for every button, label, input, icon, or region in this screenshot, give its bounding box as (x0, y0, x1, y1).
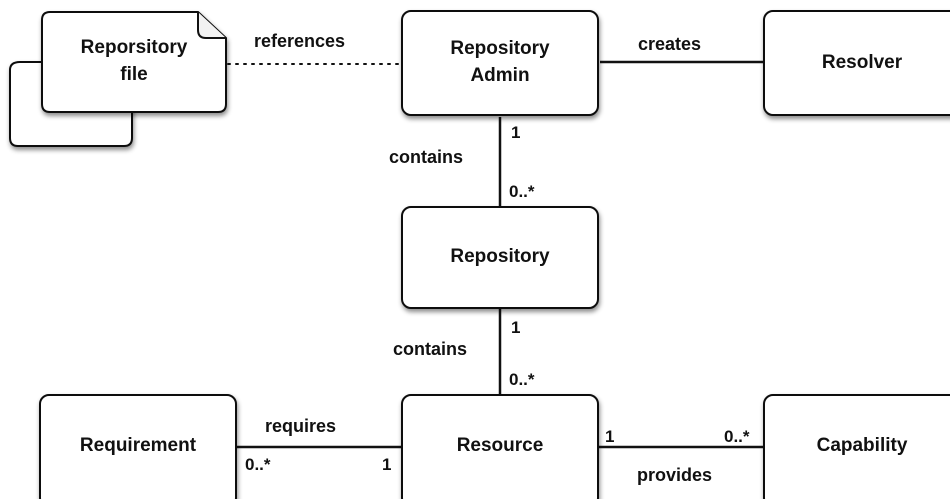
resource-node[interactable]: Resource (401, 394, 599, 499)
requirement-node[interactable]: Requirement (39, 394, 237, 499)
requirement-box (39, 394, 237, 499)
repository-file-label-line1: Reporsitory (81, 37, 188, 58)
resolver-label: Resolver (822, 52, 903, 73)
capability-box (763, 394, 950, 499)
resource-label: Resource (457, 435, 544, 456)
capability-node[interactable]: Capability (763, 394, 950, 499)
resolver-node[interactable]: Resolver (763, 10, 950, 116)
file-front-sheet (41, 11, 227, 113)
requirement-label: Requirement (80, 435, 197, 456)
repository-admin-box (401, 10, 599, 116)
repository-file-label-line2: file (120, 64, 147, 85)
repo-contains-source-multiplicity: 1 (511, 318, 520, 337)
provides-label: provides (637, 465, 712, 485)
capability-label: Capability (817, 435, 908, 456)
repository-admin-label-line2: Admin (470, 65, 529, 86)
repo-contains-label: contains (393, 339, 467, 359)
resolver-box (763, 10, 950, 116)
references-label: references (254, 31, 345, 51)
requires-label: requires (265, 416, 336, 436)
repository-node[interactable]: Repository (401, 206, 599, 309)
repository-admin-node[interactable]: Repository Admin (401, 10, 599, 116)
requires-resource-multiplicity: 1 (382, 455, 391, 474)
file-folded-corner (197, 12, 226, 39)
provides-resource-multiplicity: 1 (605, 427, 614, 446)
requires-requirement-multiplicity: 0..* (245, 455, 271, 474)
repo-contains-target-multiplicity: 0..* (509, 370, 535, 389)
provides-capability-multiplicity: 0..* (724, 427, 750, 446)
repository-file-node[interactable]: Reporsitory file (9, 11, 227, 147)
admin-contains-target-multiplicity: 0..* (509, 182, 535, 201)
resource-box (401, 394, 599, 499)
repository-box (401, 206, 599, 309)
repository-admin-label-line1: Repository (450, 38, 550, 59)
creates-label: creates (638, 34, 701, 54)
admin-contains-label: contains (389, 147, 463, 167)
admin-contains-source-multiplicity: 1 (511, 123, 520, 142)
repository-label: Repository (450, 246, 550, 267)
